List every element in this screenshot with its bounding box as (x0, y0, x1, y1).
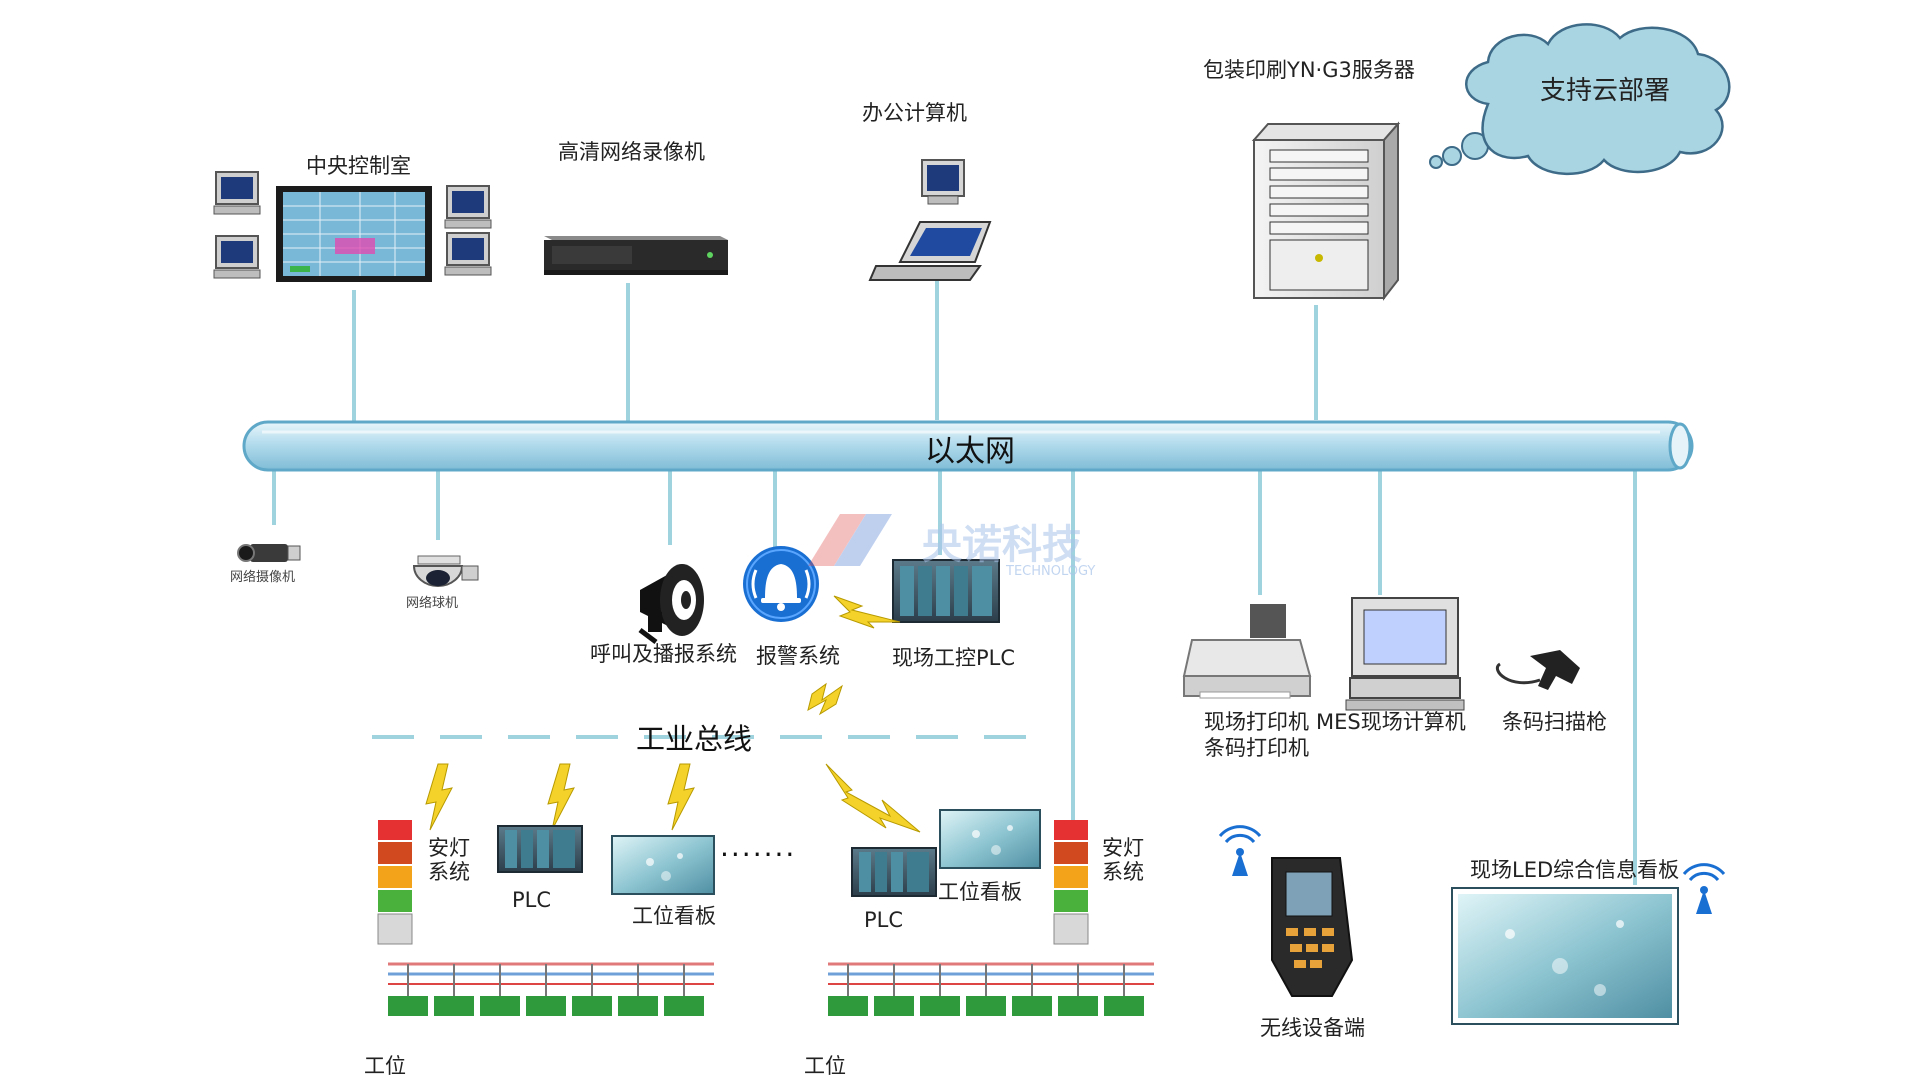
server-device (1251, 121, 1401, 301)
label-barcode-scanner: 条码扫描枪 (1502, 710, 1607, 734)
label-dome-camera: 网络球机 (406, 596, 459, 611)
andon-light-1 (377, 820, 413, 945)
wireless-links (425, 595, 921, 833)
uplinks (352, 280, 1318, 445)
label-alarm: 报警系统 (756, 644, 840, 668)
label-cloud: 支持云部署 (1540, 76, 1671, 106)
label-nvr: 高清网络录像机 (558, 140, 705, 164)
label-ethernet: 以太网 (925, 434, 1015, 469)
watermark-cn: 央诺科技 (922, 522, 1082, 568)
station-rail-2 (828, 962, 1154, 1016)
label-board-1: 工位看板 (632, 904, 716, 928)
downlinks (272, 470, 1637, 885)
station-plc-2 (851, 847, 937, 897)
station-board-1 (611, 835, 715, 895)
lightning-icon (833, 595, 901, 629)
label-office-pc: 办公计算机 (862, 101, 967, 125)
printer-device (1182, 604, 1312, 699)
antenna-icon (1682, 863, 1726, 914)
alarm-device (743, 546, 819, 622)
label-andon-1-line2: 系统 (428, 860, 470, 884)
label-board-2: 工位看板 (938, 880, 1022, 904)
label-plc-2: PLC (864, 908, 904, 932)
cloud-shape (1429, 23, 1731, 175)
label-plc-1: PLC (512, 888, 552, 912)
station-rail-1 (388, 962, 714, 1016)
pc-small-4 (444, 232, 492, 276)
label-control-room: 中央控制室 (306, 154, 411, 178)
antenna-icon (1218, 825, 1262, 876)
led-board-device (1451, 863, 1726, 1025)
nvr-device (544, 236, 728, 275)
watermark-en: TECHNOLOGY (1006, 564, 1096, 579)
wireless-terminal-device (1218, 825, 1354, 997)
label-printer-2: 条码打印机 (1204, 736, 1309, 760)
pc-small-1 (213, 171, 261, 215)
mes-pc-device (1345, 597, 1465, 711)
label-led-board: 现场LED综合信息看板 (1470, 858, 1680, 882)
control-wall-screen (276, 186, 432, 282)
label-broadcast: 呼叫及播报系统 (590, 642, 737, 666)
site-plc-device (892, 559, 1000, 623)
label-mes-pc: MES现场计算机 (1316, 710, 1466, 734)
pc-small-2 (213, 235, 261, 279)
lightning-icon (667, 763, 695, 831)
label-andon-1-line1: 安灯 (428, 836, 470, 860)
office-pc-device (868, 159, 992, 281)
andon-light-2 (1053, 820, 1089, 945)
lightning-icon (547, 763, 575, 831)
lightning-icon (825, 763, 921, 833)
label-andon-2-line1: 安灯 (1102, 836, 1144, 860)
label-station-2: 工位 (804, 1054, 846, 1078)
dome-camera-device (412, 555, 479, 587)
label-net-camera: 网络摄像机 (230, 570, 296, 585)
label-printer-1: 现场打印机 (1204, 710, 1309, 734)
station-board-2 (939, 809, 1041, 869)
ethernet-bus (242, 420, 1694, 472)
net-camera-device (237, 544, 301, 562)
broadcast-device (638, 564, 704, 644)
label-fieldbus: 工业总线 (636, 722, 753, 756)
watermark-logo (808, 514, 892, 566)
lightning-icon (425, 763, 453, 831)
station-plc-1 (497, 825, 583, 873)
label-wireless-terminal: 无线设备端 (1260, 1016, 1365, 1040)
lightning-icon (807, 682, 843, 716)
label-andon-2-line2: 系统 (1102, 860, 1144, 884)
label-site-plc: 现场工控PLC (892, 646, 1016, 670)
label-station-1: 工位 (364, 1054, 406, 1078)
barcode-scanner-device (1496, 650, 1580, 690)
label-server: 包装印刷YN·G3服务器 (1203, 58, 1415, 82)
label-ellipsis: ······· (720, 838, 797, 871)
control-room-group (213, 171, 492, 282)
pc-small-3 (444, 185, 492, 229)
